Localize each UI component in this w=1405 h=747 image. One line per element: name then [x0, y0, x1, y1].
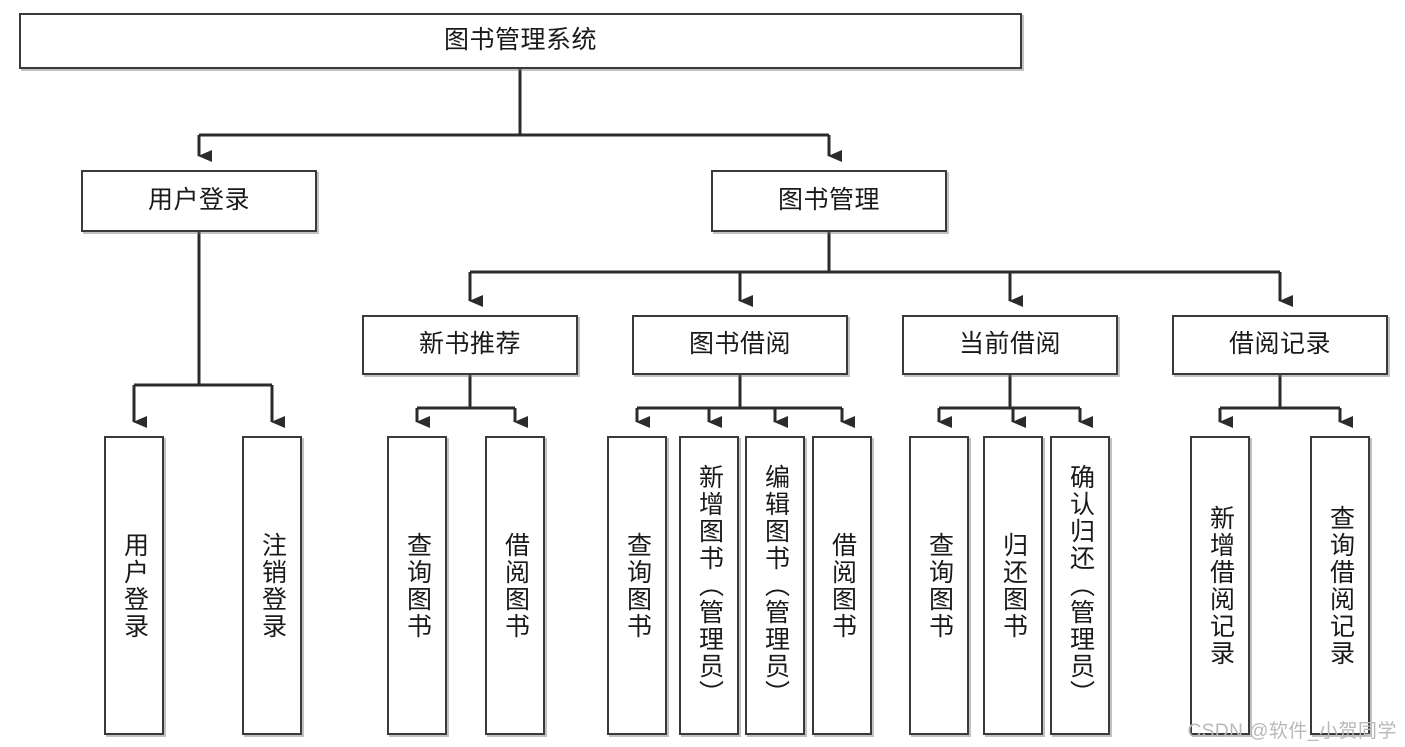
node-label: 图书管理	[777, 186, 880, 215]
node-leaf-用户登录[interactable]: 用户登录	[104, 436, 164, 735]
node-label: 确认归还（管理员）	[1066, 464, 1095, 707]
node-root-图书管理系统[interactable]: 图书管理系统	[19, 13, 1022, 69]
node-label: 用户登录	[120, 531, 149, 640]
node-leaf-查询图书[interactable]: 查询图书	[387, 436, 447, 735]
node-label: 借阅记录	[1228, 330, 1331, 359]
node-label: 编辑图书（管理员）	[761, 464, 790, 707]
node-leaf-查询图书[interactable]: 查询图书	[909, 436, 969, 735]
node-leaf-新增图书管理员[interactable]: 新增图书（管理员）	[679, 436, 739, 735]
node-level3-当前借阅[interactable]: 当前借阅	[902, 315, 1118, 375]
node-level3-新书推荐[interactable]: 新书推荐	[362, 315, 578, 375]
node-leaf-借阅图书[interactable]: 借阅图书	[812, 436, 872, 735]
node-level2-用户登录[interactable]: 用户登录	[81, 170, 317, 232]
node-label: 注销登录	[258, 531, 287, 640]
node-label: 借阅图书	[828, 531, 857, 640]
node-leaf-查询借阅记录[interactable]: 查询借阅记录	[1310, 436, 1370, 735]
node-label: 新增图书（管理员）	[695, 464, 724, 707]
node-leaf-注销登录[interactable]: 注销登录	[242, 436, 302, 735]
node-level3-借阅记录[interactable]: 借阅记录	[1172, 315, 1388, 375]
node-leaf-编辑图书管理员[interactable]: 编辑图书（管理员）	[745, 436, 805, 735]
tree-connectors	[132, 69, 1353, 428]
node-leaf-确认归还管理员[interactable]: 确认归还（管理员）	[1050, 436, 1110, 735]
node-label: 查询图书	[623, 531, 652, 640]
node-leaf-查询图书[interactable]: 查询图书	[607, 436, 667, 735]
node-leaf-新增借阅记录[interactable]: 新增借阅记录	[1190, 436, 1250, 735]
node-label: 新书推荐	[418, 330, 521, 359]
node-leaf-借阅图书[interactable]: 借阅图书	[485, 436, 545, 735]
node-label: 当前借阅	[958, 330, 1061, 359]
node-label: 查询图书	[403, 531, 432, 640]
node-label: 图书借阅	[688, 330, 791, 359]
node-label: 借阅图书	[501, 531, 530, 640]
node-level3-图书借阅[interactable]: 图书借阅	[632, 315, 848, 375]
node-label: 图书管理系统	[443, 26, 597, 55]
node-label: 查询借阅记录	[1326, 504, 1355, 667]
node-level2-图书管理[interactable]: 图书管理	[711, 170, 947, 232]
node-label: 查询图书	[925, 531, 954, 640]
node-label: 归还图书	[999, 531, 1028, 640]
node-label: 新增借阅记录	[1206, 504, 1235, 667]
node-leaf-归还图书[interactable]: 归还图书	[983, 436, 1043, 735]
node-label: 用户登录	[147, 186, 250, 215]
